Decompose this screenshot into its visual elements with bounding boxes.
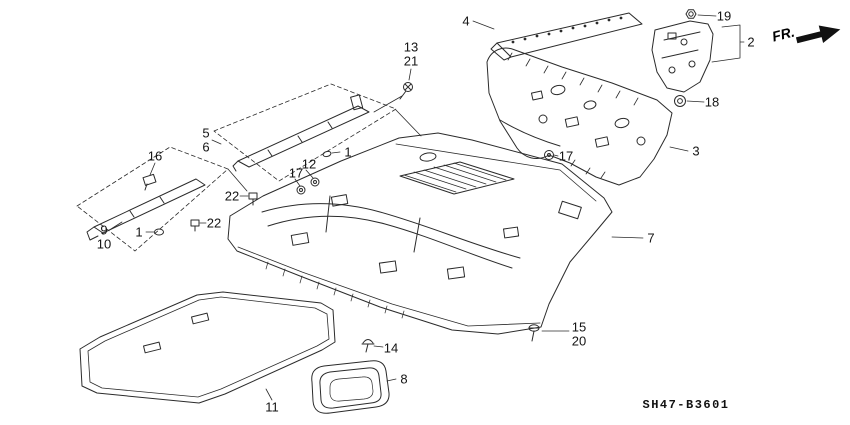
part-13-21-screw [399,82,413,100]
part-11-trunk-floor-mat [79,291,336,404]
part-label-13: 13 [403,39,419,55]
part-label-15: 15 [571,319,587,335]
part-1-clip-right [322,150,332,158]
part-label-4: 4 [462,13,470,29]
part-14-clip [361,339,375,353]
fr-direction-arrow-icon [795,25,841,44]
part-2-bracket-assembly [651,20,714,93]
part-1-clip-left [154,228,164,236]
part-label-2: 2 [747,34,755,50]
part-label-7: 7 [647,230,655,246]
part-label-14: 14 [383,340,399,356]
part-18-grommet [674,95,686,107]
part-label-5: 5 [202,125,210,141]
part-label-20: 20 [571,333,587,349]
part-label-21: 21 [403,53,419,69]
part-label-1-right: 1 [344,144,352,160]
part-17-bolt-icon [544,150,554,160]
diagram-code: SH47-B3601 [642,398,730,412]
part-22-clip-lower [190,219,200,232]
part-label-6: 6 [202,139,210,155]
part-label-1-left: 1 [135,224,143,240]
part-label-8: 8 [400,371,408,387]
part-label-10: 10 [96,236,112,252]
part-15-20-screw [528,324,540,342]
part-label-22-upper: 22 [224,188,240,204]
part-12-grommet [310,177,320,187]
part-8-tray [311,360,390,414]
part-4-cowl-seal [490,12,643,61]
part-label-12: 12 [301,156,317,172]
part-label-22-lower: 22 [206,215,222,231]
part-label-19: 19 [716,8,732,24]
part-7-floor-mat [227,132,613,335]
leader-lines [110,14,745,401]
part-17-grommet [296,185,306,195]
part-label-17-right: 17 [558,148,574,164]
part-label-11: 11 [265,399,279,415]
part-16-bracket [142,173,157,191]
part-label-18: 18 [704,94,720,110]
part-3-dashboard-insulator [486,47,673,186]
part-label-3: 3 [692,143,700,159]
part-label-17-left: 17 [288,165,304,181]
part-label-16: 16 [147,148,163,164]
part-19-nut [685,9,697,19]
part-5-6-side-sill-garnish [213,83,397,182]
part-label-9: 9 [100,222,108,238]
